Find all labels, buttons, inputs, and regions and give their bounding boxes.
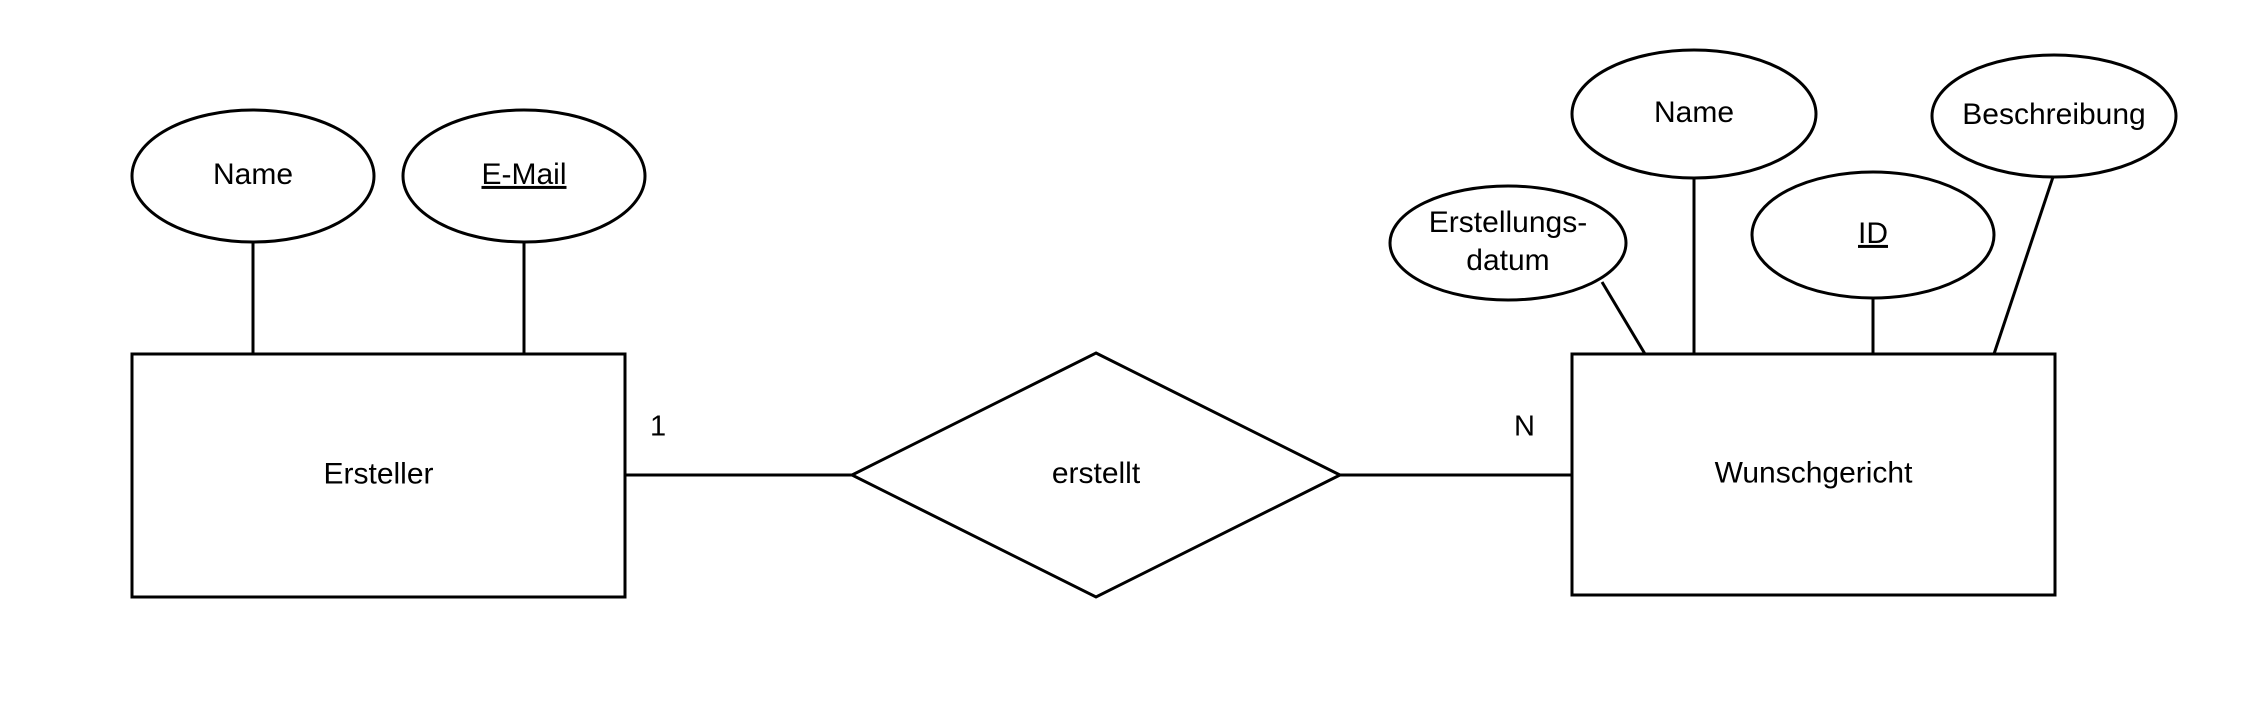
- attribute-wunschgericht-erstellungsdatum[interactable]: Erstellungs- datum: [1388, 184, 1628, 302]
- attribute-ersteller-email-ellipse[interactable]: [401, 108, 647, 244]
- attribute-wunschgericht-id-ellipse[interactable]: [1750, 170, 1996, 300]
- attribute-wunschgericht-name[interactable]: Name: [1570, 48, 1818, 180]
- entity-wunschgericht-box[interactable]: [1570, 352, 2057, 597]
- cardinality-group: 1 N: [650, 411, 1535, 443]
- attribute-ersteller-email-label: E-Mail: [481, 158, 566, 191]
- relationship-erstellt[interactable]: erstellt: [848, 351, 1344, 599]
- attribute-ersteller-name-ellipse[interactable]: [130, 108, 376, 244]
- attribute-ersteller-email[interactable]: E-Mail: [401, 108, 647, 244]
- attribute-wunschgericht-beschreibung-ellipse[interactable]: [1930, 53, 2178, 179]
- attribute-wunschgericht-erstellungsdatum-label-line2: datum: [1466, 244, 1549, 277]
- entity-ersteller-label: Ersteller: [323, 457, 433, 490]
- entity-wunschgericht[interactable]: Wunschgericht: [1570, 352, 2057, 597]
- attribute-wunschgericht-beschreibung-label: Beschreibung: [1962, 98, 2145, 131]
- entity-ersteller-box[interactable]: [130, 352, 627, 599]
- connector-group: [251, 176, 2055, 477]
- attribute-ersteller-name-label: Name: [213, 158, 293, 191]
- cardinality-label-ersteller: 1: [650, 411, 666, 443]
- cardinality-label-wunschgericht: N: [1514, 411, 1535, 443]
- entity-wunschgericht-label: Wunschgericht: [1715, 456, 1914, 489]
- attribute-wunschgericht-erstellungsdatum-ellipse[interactable]: [1388, 184, 1628, 302]
- attribute-wunschgericht-id[interactable]: ID: [1750, 170, 1996, 300]
- relationship-erstellt-label: erstellt: [1052, 457, 1141, 490]
- entity-ersteller[interactable]: Ersteller: [130, 352, 627, 599]
- relationship-erstellt-diamond[interactable]: [848, 351, 1344, 599]
- attribute-wunschgericht-name-ellipse[interactable]: [1570, 48, 1818, 180]
- connector-wunschgericht-beschreibung-line: [1992, 176, 2055, 355]
- attribute-wunschgericht-beschreibung[interactable]: Beschreibung: [1930, 53, 2178, 179]
- connector-wunschgericht-erstellungsdatum-line: [1600, 281, 1647, 355]
- attribute-wunschgericht-id-label: ID: [1858, 217, 1888, 250]
- attribute-wunschgericht-name-label: Name: [1654, 96, 1734, 129]
- attribute-wunschgericht-erstellungsdatum-label-line1: Erstellungs-: [1429, 206, 1587, 239]
- attribute-ersteller-name[interactable]: Name: [130, 108, 376, 244]
